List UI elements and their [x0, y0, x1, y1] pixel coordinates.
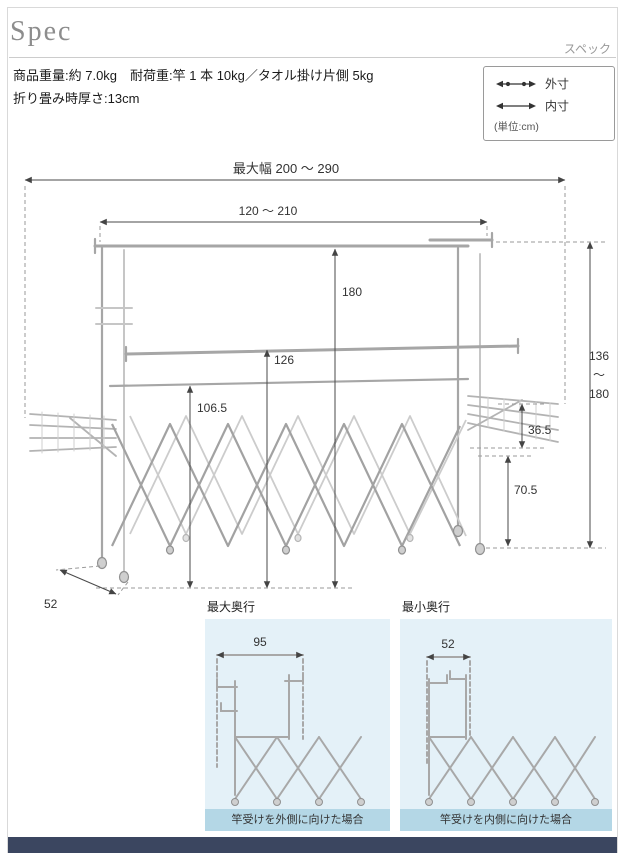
label-depth-52: 52	[44, 597, 58, 611]
label-max-width: 最大幅 200 ～ 290	[233, 161, 339, 176]
unit-label: (単位:cm)	[494, 121, 539, 133]
footer-accent-bar	[8, 837, 617, 853]
label-height-106-5: 106.5	[197, 401, 227, 415]
page-subtitle: スペック	[563, 42, 611, 56]
label-70-5: 70.5	[514, 483, 538, 497]
inner-dimension-arrow-icon	[496, 102, 536, 109]
spec-line-weight: 商品重量:約 7.0kg 耐荷重:竿 1 本 10kg／タオル掛け片側 5kg	[13, 68, 374, 83]
towel-hanger-right	[467, 395, 559, 443]
label-height-126: 126	[274, 353, 294, 367]
rack-frame	[93, 231, 520, 573]
inner-dimension-label: 内寸	[545, 99, 570, 113]
spec-text: 商品重量:約 7.0kg 耐荷重:竿 1 本 10kg／タオル掛け片側 5kg …	[13, 65, 373, 111]
label-inner-width: 120 ～ 210	[239, 204, 298, 218]
towel-hanger-left	[29, 411, 117, 457]
outer-dimension-arrow-icon	[496, 80, 536, 87]
dimension-labels: 最大幅 200 ～ 290 120 ～ 210 180 126 106.5 13…	[44, 161, 609, 611]
inset-min-box: 52 竿受けを内側に向けた場合	[400, 619, 612, 831]
legend-inner-row: 内寸	[494, 97, 606, 114]
inset-max-value: 95	[253, 635, 267, 649]
page-title: Spec	[10, 16, 73, 47]
inset-max-drawing: 95	[216, 635, 365, 806]
label-range-bottom: 180	[589, 387, 609, 401]
label-36-5: 36.5	[528, 423, 552, 437]
inset-min-depth: 最小奥行 52	[400, 598, 612, 831]
dimension-legend: 外寸 内寸 (単位:cm)	[483, 66, 615, 141]
label-range-top: 136	[589, 349, 609, 363]
dimension-lines	[24, 176, 606, 596]
outer-dimension-label: 外寸	[545, 77, 570, 91]
inset-min-value: 52	[441, 637, 455, 651]
label-height-180: 180	[342, 285, 362, 299]
inset-max-depth: 最大奥行 95	[205, 598, 390, 831]
inset-max-caption: 竿受けを外側に向けた場合	[205, 809, 390, 831]
rack-spec-diagram: 最大幅 200 ～ 290 120 ～ 210 180 126 106.5 13…	[24, 161, 609, 611]
spec-line-thickness: 折り畳み時厚さ:13cm	[13, 90, 140, 106]
towel-hanger-left-ticks	[41, 411, 105, 454]
scissor-legs	[111, 415, 467, 548]
inset-min-rack	[425, 670, 599, 806]
header-divider	[9, 57, 616, 58]
inset-max-box: 95 竿受けを外側に向けた場合	[205, 619, 390, 831]
inset-max-rack	[216, 672, 365, 806]
inset-min-title: 最小奥行	[402, 600, 451, 614]
inset-min-drawing: 52	[425, 637, 599, 806]
inset-min-caption: 竿受けを内側に向けた場合	[400, 809, 612, 831]
label-range-tilde: ～	[593, 368, 605, 382]
inset-max-title: 最大奥行	[207, 600, 256, 614]
legend-outer-row: 外寸	[494, 75, 606, 92]
